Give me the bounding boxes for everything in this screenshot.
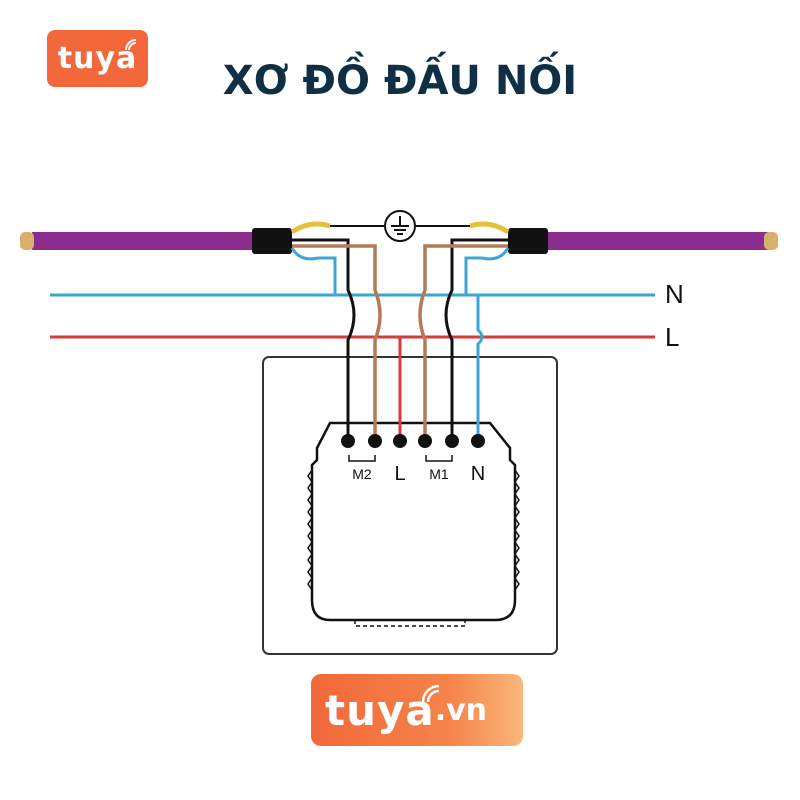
switch-module <box>310 421 517 622</box>
terminal-dot <box>445 434 459 448</box>
terminal-dot <box>341 434 355 448</box>
wire-m2-black <box>292 238 356 440</box>
left-cable-end <box>20 232 34 250</box>
live-line-label: L <box>665 322 679 352</box>
left-gland <box>252 228 292 254</box>
right-gland <box>508 228 548 254</box>
terminal-label-n: N <box>471 463 485 485</box>
terminal-block <box>341 434 485 448</box>
right-cable-end <box>764 232 778 250</box>
tuya-vn-logo-brand: tuya <box>325 685 435 735</box>
ground-icon <box>384 210 416 242</box>
tuya-vn-logo-tld: .vn <box>434 692 488 728</box>
left-cable-sheath <box>32 232 254 250</box>
terminal-dot <box>393 434 407 448</box>
tuya-logo-text: tuya <box>57 41 138 76</box>
terminal-label-m2: M2 <box>352 466 372 482</box>
wire-m1-brown <box>418 244 508 440</box>
wifi-icon <box>125 39 137 51</box>
terminal-label-l: L <box>394 463 405 485</box>
wire-m2-brown <box>292 244 382 440</box>
terminal-dot <box>368 434 382 448</box>
terminal-dot <box>418 434 432 448</box>
right-cable-sheath <box>546 232 768 250</box>
wire-m1-black <box>444 238 508 440</box>
tuya-logo: tuya <box>47 30 148 87</box>
terminal-dot <box>471 434 485 448</box>
tuya-vn-logo: tuya .vn <box>311 674 523 746</box>
terminal-label-m1: M1 <box>429 466 449 482</box>
neutral-line-label: N <box>665 279 684 309</box>
wifi-icon <box>421 684 440 703</box>
wire-neutral <box>476 295 484 440</box>
page-title: XƠ ĐỒ ĐẤU NỐI <box>222 58 578 104</box>
